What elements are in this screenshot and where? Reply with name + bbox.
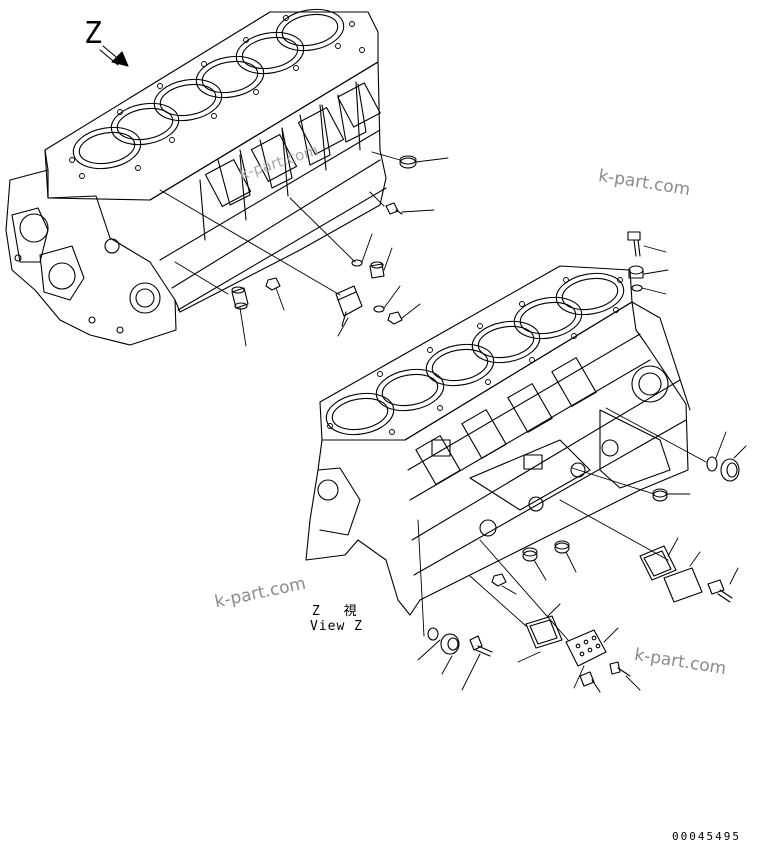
leader-lines-lower [417, 245, 747, 691]
nut-icon [491, 573, 507, 587]
bolt-icon [385, 202, 403, 215]
cover-plate-icon [565, 629, 607, 667]
plug-icon [628, 265, 644, 279]
cylinder-bores-upper [69, 8, 365, 179]
cover-plate-icon [663, 567, 703, 603]
upper-parts [231, 155, 417, 327]
cylinder-block-lower [305, 265, 691, 616]
bolt-icon [609, 661, 631, 677]
o-ring-icon [351, 259, 363, 267]
fitting-icon [231, 286, 249, 310]
view-label-jp: Z 視 [312, 604, 365, 619]
plug-ring-icon [554, 540, 570, 554]
plug-ring-icon [399, 155, 417, 169]
nut-icon [387, 311, 403, 325]
view-letter: Z [84, 16, 103, 51]
o-ring-icon [706, 456, 718, 472]
view-arrow-icon [99, 45, 129, 67]
gasket-icon [525, 615, 563, 649]
o-ring-icon [373, 305, 385, 313]
bolt-icon [579, 671, 601, 693]
view-label-en: View Z [310, 619, 363, 634]
document-number: 00045495 [672, 830, 741, 843]
plug-ring-icon [522, 547, 538, 562]
bolt-icon [469, 635, 493, 657]
o-ring-icon [427, 627, 439, 641]
plug-icon [369, 261, 385, 279]
plug-icon [440, 633, 460, 655]
bolt-icon [707, 579, 733, 603]
cylinder-bores-lower [325, 272, 625, 436]
cylinder-block-upper [5, 11, 387, 346]
plug-icon [720, 458, 740, 482]
leader-lines-upper [159, 151, 449, 347]
o-ring-icon [631, 284, 643, 292]
sensor-icon [335, 285, 363, 327]
lower-parts [427, 231, 740, 693]
plug-ring-icon [652, 488, 668, 502]
bolt-icon [627, 231, 641, 257]
nut-icon [265, 277, 281, 291]
